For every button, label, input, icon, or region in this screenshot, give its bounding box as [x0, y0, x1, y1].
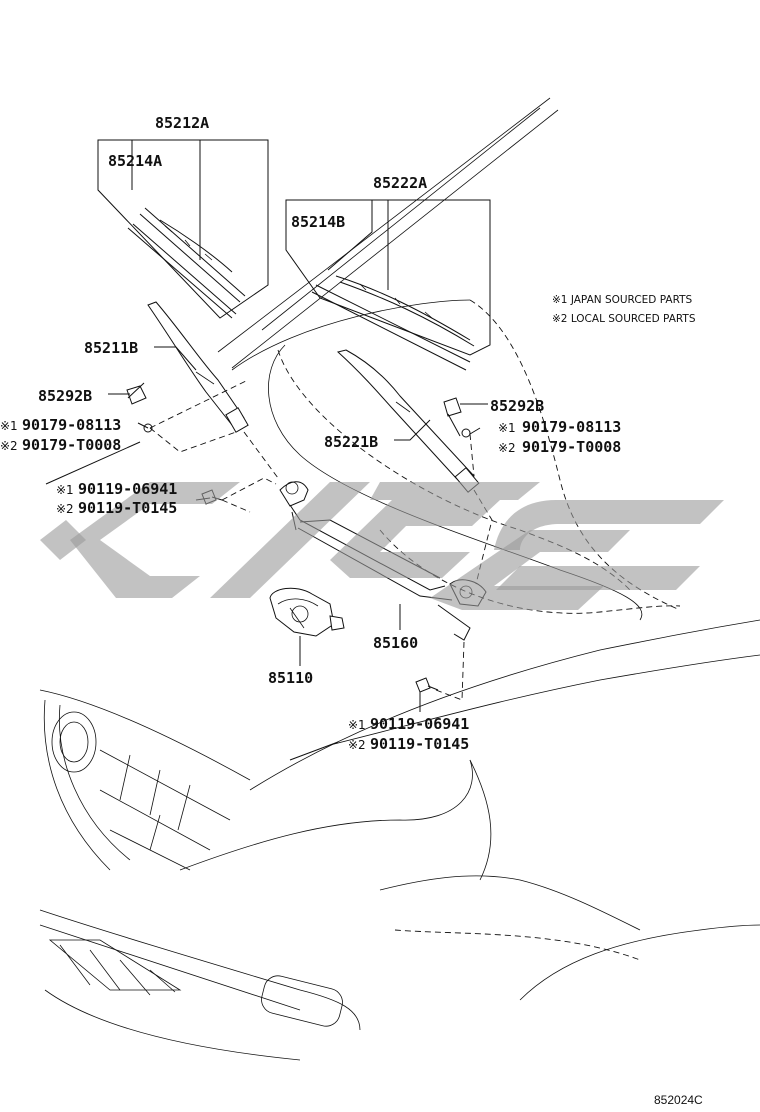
label-left-bolt-jp: 90119-06941 — [78, 480, 177, 498]
left-wiper-arm — [147, 301, 249, 433]
wiper-motor — [269, 587, 345, 637]
legend-japan-sourced: ※1 JAPAN SOURCED PARTS — [552, 294, 693, 306]
right-wiper-arm — [336, 349, 480, 493]
fastener-labels: ※1 90179-08113 ※2 90179-T0008 ※1 90179-0… — [0, 416, 621, 753]
label-right-bolt-jp: 90119-06941 — [370, 715, 469, 733]
label-85221B: 85221B — [324, 433, 378, 451]
left-blade-assembly — [97, 139, 269, 319]
diagram-reference-code: 852024C — [654, 1093, 703, 1107]
label-85211B: 85211B — [84, 339, 138, 357]
vehicle-outline — [39, 97, 760, 1061]
marker-2-right-bolt: ※2 — [348, 738, 366, 752]
marker-2-right-nut: ※2 — [498, 441, 516, 455]
label-85110: 85110 — [268, 669, 313, 687]
marker-1-left-bolt: ※1 — [56, 483, 74, 497]
label-85214B: 85214B — [291, 213, 345, 231]
label-leaders — [45, 346, 488, 761]
label-85160: 85160 — [373, 634, 418, 652]
label-right-bolt-local: 90119-T0145 — [370, 735, 469, 753]
part-labels: 85212A 85214A 85222A 85214B 85211B 85292… — [38, 114, 544, 687]
label-85222A: 85222A — [373, 174, 427, 192]
marker-1-left-nut: ※1 — [0, 419, 18, 433]
watermark-logo — [40, 482, 724, 610]
label-85212A: 85212A — [155, 114, 209, 132]
label-right-nut-jp: 90179-08113 — [522, 418, 621, 436]
label-left-nut-local: 90179-T0008 — [22, 436, 121, 454]
label-85292B-right: 85292B — [490, 397, 544, 415]
legend-local-sourced: ※2 LOCAL SOURCED PARTS — [552, 313, 696, 325]
legend: ※1 JAPAN SOURCED PARTS ※2 LOCAL SOURCED … — [552, 294, 696, 325]
label-left-nut-jp: 90179-08113 — [22, 416, 121, 434]
label-right-nut-local: 90179-T0008 — [522, 438, 621, 456]
marker-1-right-bolt: ※1 — [348, 718, 366, 732]
right-blade-assembly — [285, 199, 491, 371]
label-left-bolt-local: 90119-T0145 — [78, 499, 177, 517]
marker-2-left-nut: ※2 — [0, 439, 18, 453]
label-85214A: 85214A — [108, 152, 162, 170]
marker-2-left-bolt: ※2 — [56, 502, 74, 516]
marker-1-right-nut: ※1 — [498, 421, 516, 435]
label-85292B-left: 85292B — [38, 387, 92, 405]
